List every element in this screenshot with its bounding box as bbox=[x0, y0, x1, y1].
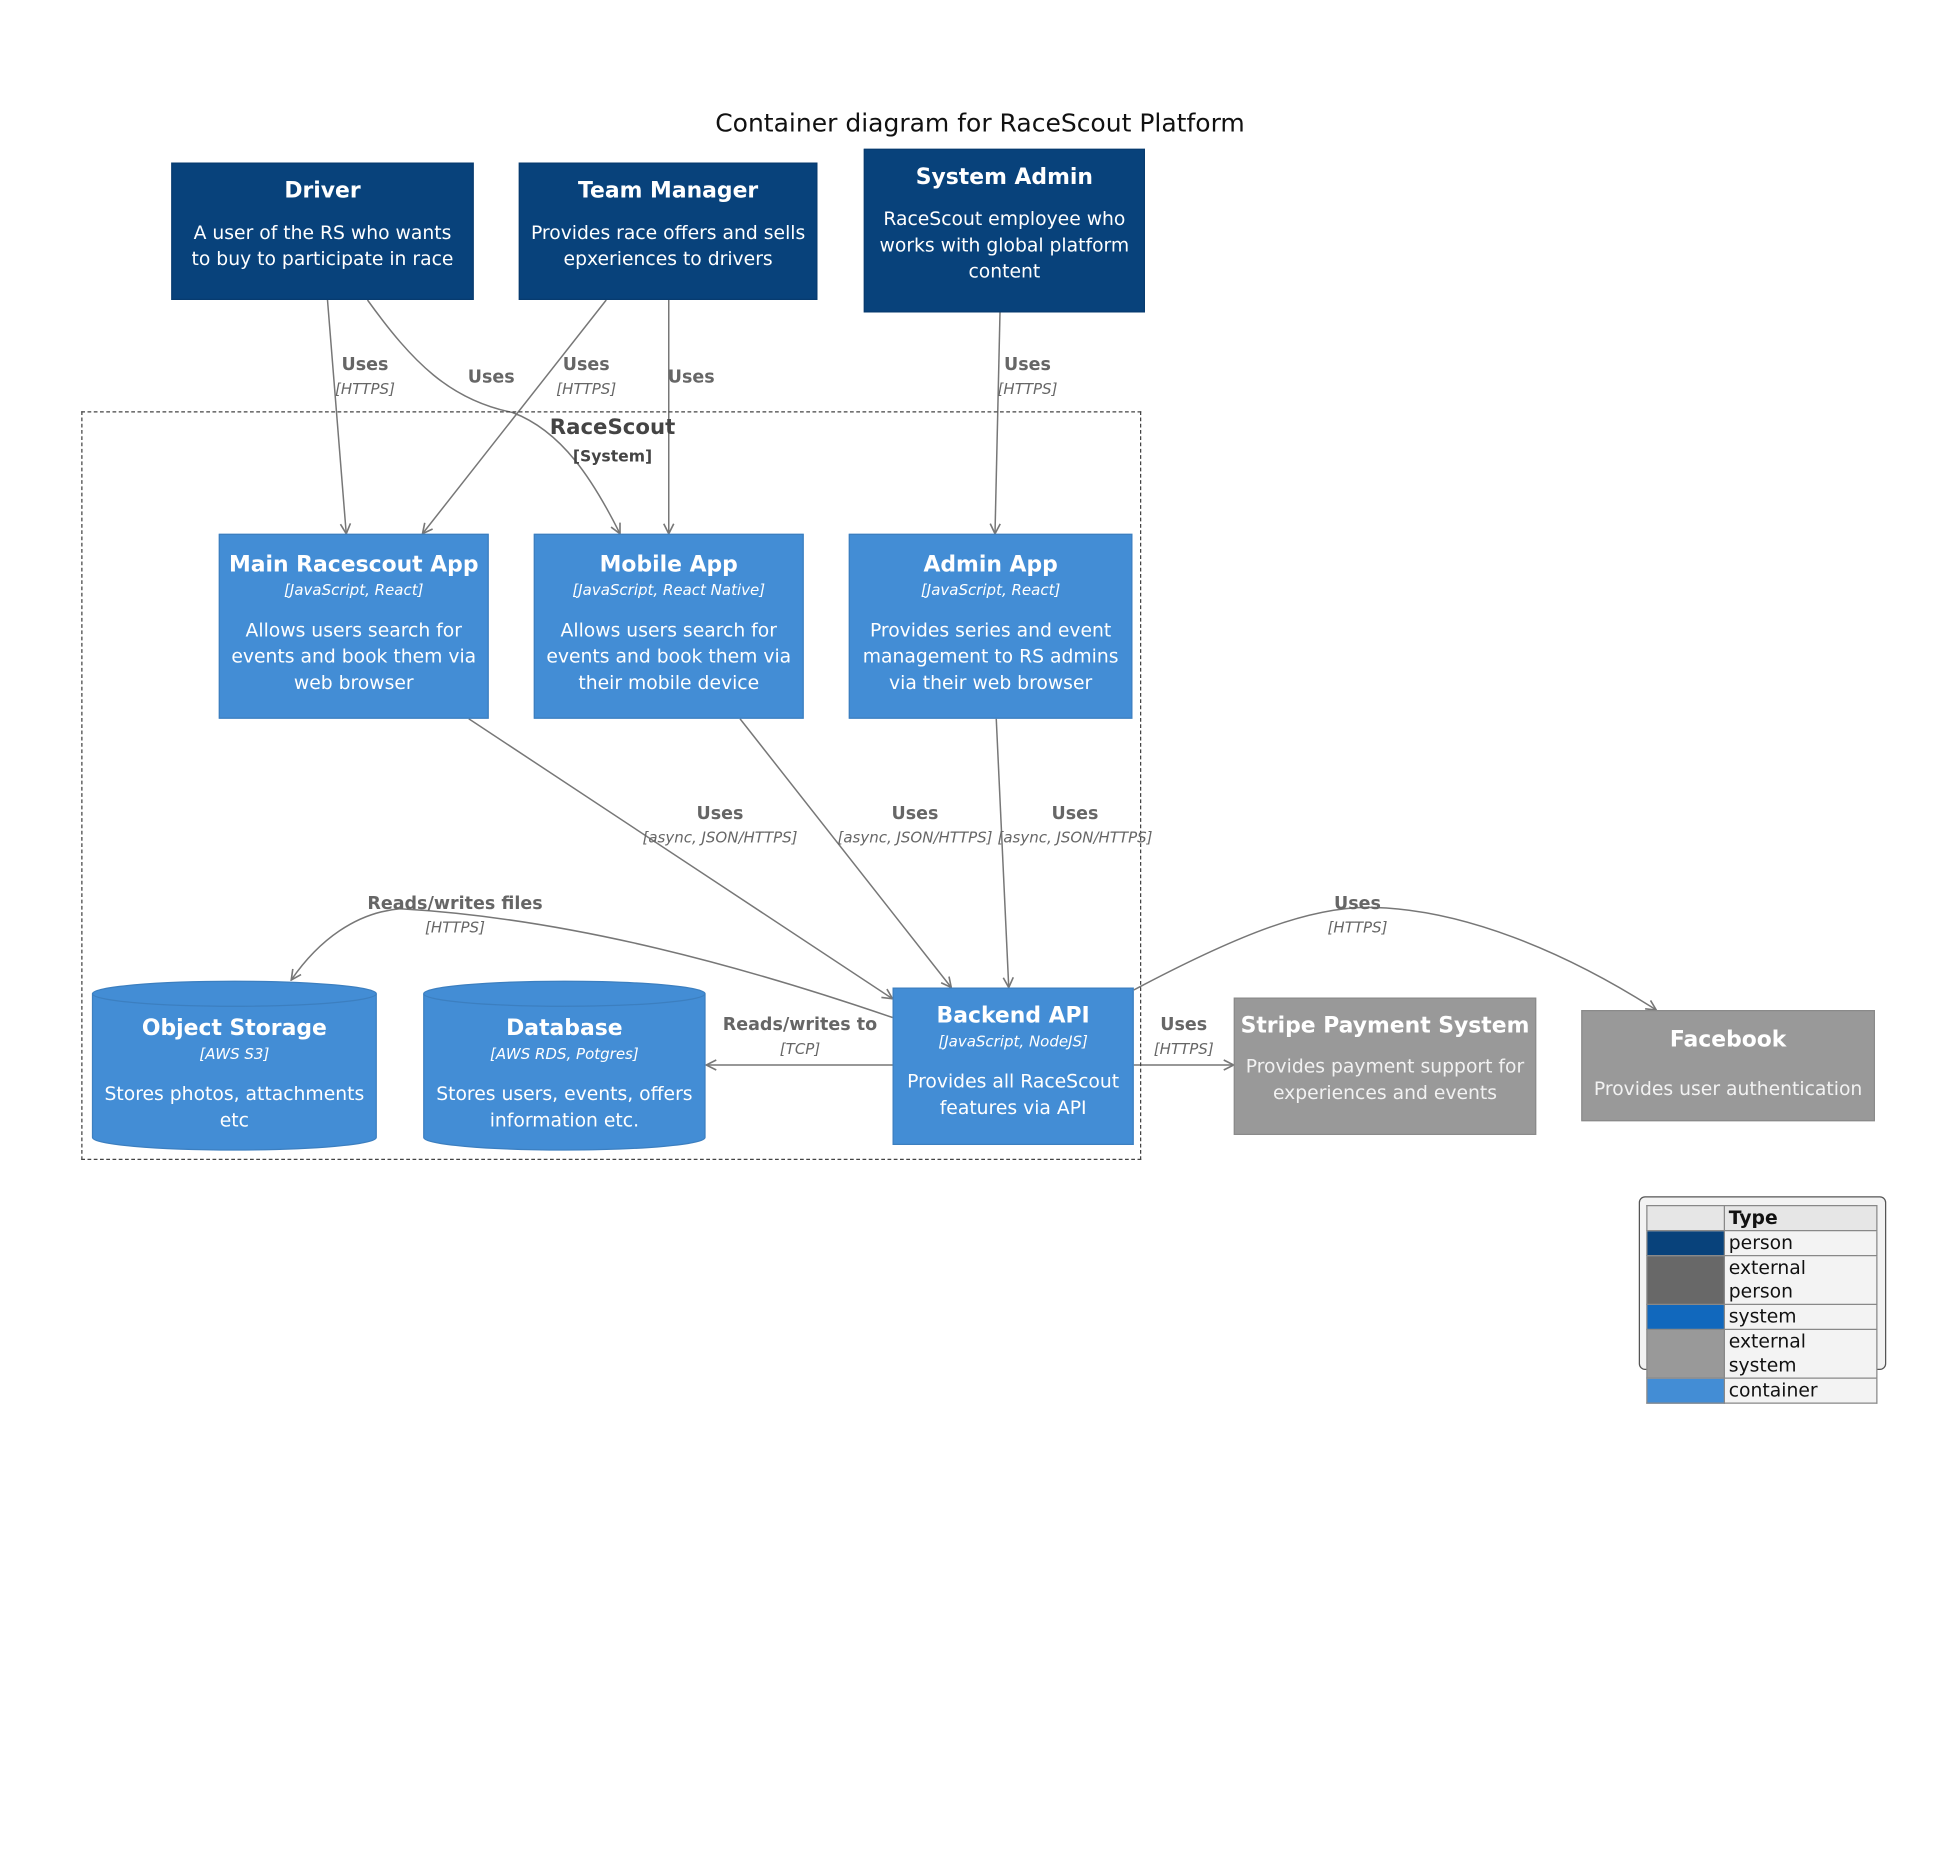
label-manager-main-app: Uses [HTTPS] bbox=[556, 355, 617, 398]
person-system-admin[interactable]: System Admin RaceScout employee who work… bbox=[863, 148, 1145, 313]
label-backend-object-storage: Reads/writes files [HTTPS] bbox=[367, 893, 543, 937]
label-manager-mobile-app: Uses bbox=[667, 367, 715, 388]
arrow-main-app-backend bbox=[468, 718, 893, 999]
container-object-storage[interactable]: Object Storage [AWS S3] Stores photos, a… bbox=[91, 980, 377, 1151]
container-main-racescout-app[interactable]: Main Racescout App [JavaScript, React] A… bbox=[218, 533, 489, 719]
label-admin-app-backend: Uses [async, JSON/HTTPS] bbox=[997, 803, 1153, 847]
person-driver[interactable]: Driver A user of the RS who wants to buy… bbox=[171, 162, 474, 300]
facebook-desc: Provides user authentication bbox=[1593, 1077, 1863, 1101]
legend-header-swatch bbox=[1646, 1205, 1725, 1232]
database-name: Database bbox=[506, 1016, 623, 1042]
label-mobile-app-backend: Uses [async, JSON/HTTPS] bbox=[837, 803, 993, 847]
legend-label-external-system: external system bbox=[1723, 1328, 1878, 1379]
legend-swatch-external-person bbox=[1646, 1255, 1725, 1305]
main-app-tech: [JavaScript, React] bbox=[284, 581, 424, 599]
label-driver-mobile-app: Uses bbox=[467, 367, 515, 388]
diagram-title: Container diagram for RaceScout Platform bbox=[715, 107, 1245, 138]
legend-swatch-container bbox=[1646, 1377, 1725, 1404]
person-system-admin-desc: RaceScout employee who works with global… bbox=[879, 207, 1130, 283]
legend-label-person: person bbox=[1723, 1230, 1878, 1257]
container-database[interactable]: Database [AWS RDS, Potgres] Stores users… bbox=[423, 980, 707, 1151]
mobile-app-tech: [JavaScript, React Native] bbox=[572, 581, 766, 599]
external-system-stripe[interactable]: Stripe Payment System Provides payment s… bbox=[1233, 997, 1537, 1135]
legend-swatch-person bbox=[1646, 1230, 1725, 1257]
backend-api-tech: [JavaScript, NodeJS] bbox=[938, 1032, 1088, 1051]
admin-app-name: Admin App bbox=[923, 552, 1058, 578]
legend-label-container: container bbox=[1723, 1377, 1878, 1404]
backend-api-desc: Provides all RaceScout features via API bbox=[907, 1070, 1120, 1119]
label-backend-database: Reads/writes to [TCP] bbox=[722, 1015, 878, 1058]
mobile-app-name: Mobile App bbox=[599, 552, 738, 578]
external-system-facebook[interactable]: Facebook Provides user authentication bbox=[1581, 1010, 1875, 1122]
arrow-driver-mobile-app bbox=[366, 299, 621, 534]
admin-app-tech: [JavaScript, React] bbox=[920, 581, 1061, 599]
admin-app-desc: Provides series and event management to … bbox=[862, 618, 1119, 694]
legend-table: Type person external person system exter… bbox=[1646, 1205, 1878, 1404]
facebook-name: Facebook bbox=[1669, 1027, 1787, 1053]
boundary-name: RaceScout bbox=[549, 415, 676, 440]
label-backend-facebook: Uses [HTTPS] bbox=[1327, 893, 1388, 937]
person-driver-desc: A user of the RS who wants to buy to par… bbox=[191, 221, 454, 270]
main-app-desc: Allows users search for events and book … bbox=[231, 618, 477, 694]
person-team-manager-desc: Provides race offers and sells epxerienc… bbox=[530, 221, 806, 270]
arrow-admin-admin-app bbox=[995, 312, 1000, 534]
legend-swatch-external-system bbox=[1646, 1328, 1725, 1379]
legend-swatch-system bbox=[1646, 1303, 1725, 1330]
arrow-mobile-app-backend bbox=[739, 718, 951, 988]
boundary-type: [System] bbox=[572, 446, 653, 465]
person-driver-name: Driver bbox=[284, 178, 361, 204]
label-backend-stripe: Uses [HTTPS] bbox=[1153, 1015, 1214, 1058]
object-storage-desc: Stores photos, attachments etc bbox=[104, 1082, 365, 1132]
object-storage-name: Object Storage bbox=[141, 1016, 327, 1042]
label-main-app-backend: Uses [async, JSON/HTTPS] bbox=[642, 803, 798, 847]
database-cylinder-shape bbox=[423, 980, 706, 1151]
arrow-manager-main-app bbox=[423, 299, 607, 534]
legend-label-external-person: external person bbox=[1723, 1255, 1878, 1305]
mobile-app-desc: Allows users search for events and book … bbox=[546, 618, 792, 694]
person-team-manager[interactable]: Team Manager Provides race offers and se… bbox=[518, 162, 818, 300]
arrow-admin-app-backend bbox=[995, 718, 1009, 988]
label-driver-main-app: Uses [HTTPS] bbox=[335, 355, 395, 398]
object-storage-tech: [AWS S3] bbox=[199, 1045, 270, 1063]
database-tech: [AWS RDS, Potgres] bbox=[490, 1045, 639, 1063]
backend-api-name: Backend API bbox=[936, 1003, 1090, 1029]
arrow-backend-object-storage bbox=[291, 907, 893, 1019]
legend-header: Type bbox=[1723, 1205, 1878, 1232]
legend-label-system: system bbox=[1723, 1303, 1878, 1330]
object-storage-cylinder-shape bbox=[91, 980, 377, 1151]
stripe-name: Stripe Payment System bbox=[1240, 1013, 1530, 1039]
relationship-arrows bbox=[0, 299, 1954, 1488]
container-mobile-app[interactable]: Mobile App [JavaScript, React Native] Al… bbox=[533, 533, 804, 719]
arrow-backend-facebook bbox=[1133, 906, 1657, 1010]
main-app-name: Main Racescout App bbox=[228, 552, 479, 578]
person-team-manager-name: Team Manager bbox=[578, 178, 759, 204]
racescout-system-boundary bbox=[81, 411, 1142, 1160]
database-desc: Stores users, events, offers information… bbox=[436, 1082, 693, 1132]
arrow-driver-main-app bbox=[326, 299, 347, 534]
container-admin-app[interactable]: Admin App [JavaScript, React] Provides s… bbox=[848, 533, 1133, 719]
stripe-desc: Provides payment support for experiences… bbox=[1245, 1055, 1525, 1104]
label-admin-admin-app: Uses [HTTPS] bbox=[997, 355, 1058, 398]
container-backend-api[interactable]: Backend API [JavaScript, NodeJS] Provide… bbox=[892, 987, 1134, 1145]
legend: Type person external person system exter… bbox=[1638, 1196, 1887, 1404]
person-system-admin-name: System Admin bbox=[915, 165, 1093, 190]
